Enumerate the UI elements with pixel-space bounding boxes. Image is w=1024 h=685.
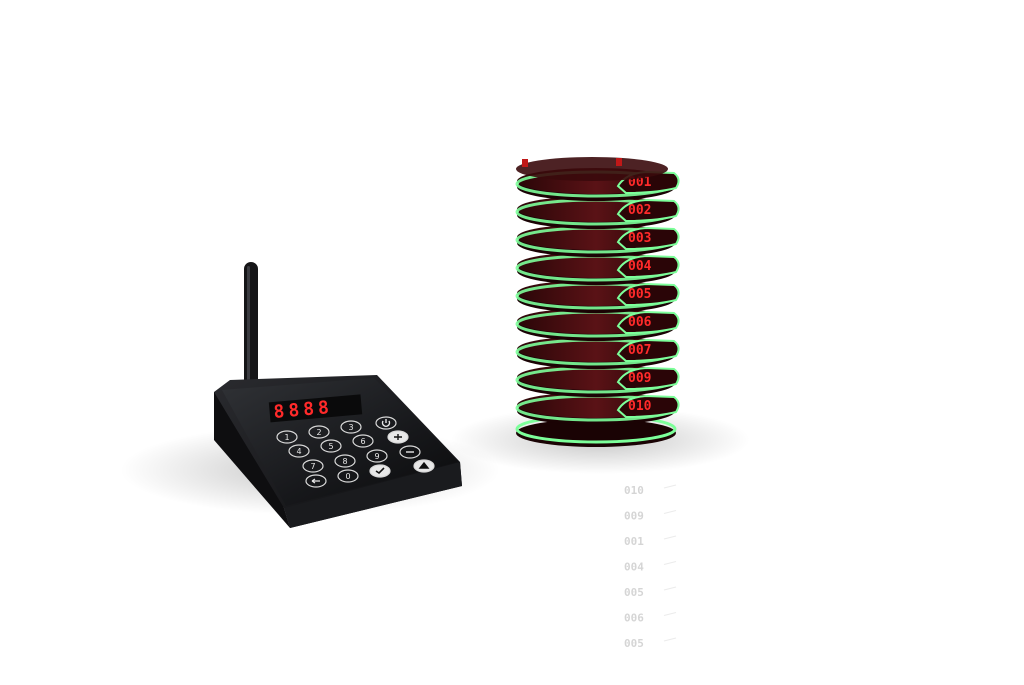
pager: 005 — [515, 280, 680, 313]
pager-number: 002 — [628, 203, 651, 218]
up-key[interactable] — [413, 459, 435, 473]
key-2[interactable]: 2 — [308, 425, 330, 439]
key-7[interactable]: 7 — [302, 459, 324, 473]
pager-top-cap — [516, 157, 668, 181]
minus-key[interactable] — [399, 445, 421, 459]
reflection-number: 001 — [624, 535, 644, 548]
key-label: 2 — [316, 428, 321, 437]
transmitter-display: 8888 — [273, 397, 334, 423]
key-label: 9 — [374, 452, 379, 461]
pager-number: 009 — [628, 371, 651, 386]
key-label: 4 — [296, 447, 301, 456]
up-icon — [418, 461, 430, 469]
pager: 003 — [515, 224, 680, 257]
key-4[interactable]: 4 — [288, 444, 310, 458]
keypad: 1 2 3 4 5 6 7 8 9 0 — [276, 416, 435, 488]
reflection-number: 004 — [624, 561, 644, 574]
transmitter: 8888 1 2 3 4 5 6 7 8 9 0 — [214, 262, 462, 528]
plus-icon — [394, 434, 402, 440]
key-label: 6 — [360, 437, 365, 446]
pager: 006 — [515, 308, 680, 341]
power-key[interactable] — [375, 416, 397, 430]
pager: 004 — [515, 252, 680, 285]
key-label: 7 — [310, 462, 315, 471]
key-label: 1 — [284, 433, 289, 442]
key-1[interactable]: 1 — [276, 430, 298, 444]
key-5[interactable]: 5 — [320, 439, 342, 453]
power-icon — [381, 419, 391, 427]
pager: 010 — [515, 392, 680, 425]
pager-number: 010 — [628, 399, 652, 414]
pager-number: 004 — [628, 259, 652, 274]
pager-reflection: 010 009 001 004 005 006 005 — [624, 484, 677, 650]
reflection-number: 005 — [624, 637, 644, 650]
back-key[interactable] — [305, 474, 327, 488]
key-label: 5 — [328, 442, 333, 451]
pager: 009 — [515, 364, 680, 397]
reflection-number: 009 — [624, 510, 644, 523]
pager-number: 006 — [628, 315, 652, 330]
pager-number: 003 — [628, 231, 651, 246]
pager: 007 — [515, 336, 680, 369]
pager: 002 — [515, 196, 680, 229]
reflection-number: 006 — [624, 612, 644, 625]
key-8[interactable]: 8 — [334, 454, 356, 468]
reflection-number: 010 — [624, 484, 644, 497]
plus-key[interactable] — [387, 430, 409, 444]
reflection-number: 005 — [624, 586, 644, 599]
key-6[interactable]: 6 — [352, 434, 374, 448]
check-icon — [375, 467, 385, 475]
key-0[interactable]: 0 — [337, 469, 359, 483]
key-label: 3 — [348, 423, 353, 432]
key-label: 8 — [342, 457, 347, 466]
pager-number: 005 — [628, 287, 651, 302]
key-3[interactable]: 3 — [340, 420, 362, 434]
check-key[interactable] — [369, 464, 391, 478]
back-icon — [311, 478, 320, 484]
pager-number: 007 — [628, 343, 651, 358]
key-label: 0 — [345, 472, 350, 481]
key-9[interactable]: 9 — [366, 449, 388, 463]
